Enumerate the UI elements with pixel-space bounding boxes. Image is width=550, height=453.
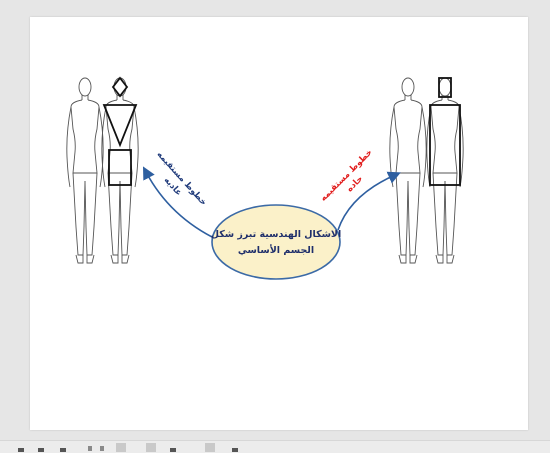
slide-canvas[interactable]: الاشكال الهندسية تبرز شكل الجسم الأساسي … — [30, 17, 528, 430]
right-figure-geometric — [427, 78, 463, 263]
left-figure-geometric — [102, 78, 138, 263]
center-text-line1: الاشكال الهندسية تبرز شكل — [211, 229, 342, 240]
center-ellipse — [212, 205, 340, 279]
view-toggle-icon[interactable] — [146, 443, 156, 452]
right-figure-plain — [390, 78, 426, 263]
left-figure-plain — [67, 78, 103, 263]
right-arrow — [338, 175, 395, 230]
status-mark — [232, 448, 238, 452]
center-text-line2: الجسم الأساسي — [238, 244, 314, 256]
status-mark — [100, 446, 104, 451]
inverted-triangle-shape — [104, 105, 136, 145]
status-bar — [0, 440, 550, 453]
right-label-line1: خطوط مستقيمه — [319, 148, 375, 204]
status-mark — [38, 448, 44, 452]
status-mark — [18, 448, 24, 452]
diamond-head-shape — [113, 78, 127, 96]
left-label-line1: خطوط مستقيمه — [155, 150, 209, 208]
slide-drawing: الاشكال الهندسية تبرز شكل الجسم الأساسي … — [30, 17, 528, 430]
status-mark — [170, 448, 176, 452]
status-mark — [88, 446, 92, 451]
status-mark — [60, 448, 66, 452]
slide-editor-area: الاشكال الهندسية تبرز شكل الجسم الأساسي … — [0, 0, 550, 440]
hip-rectangle-shape — [109, 150, 131, 185]
view-toggle-icon[interactable] — [116, 443, 126, 452]
view-toggle-icon[interactable] — [205, 443, 215, 452]
